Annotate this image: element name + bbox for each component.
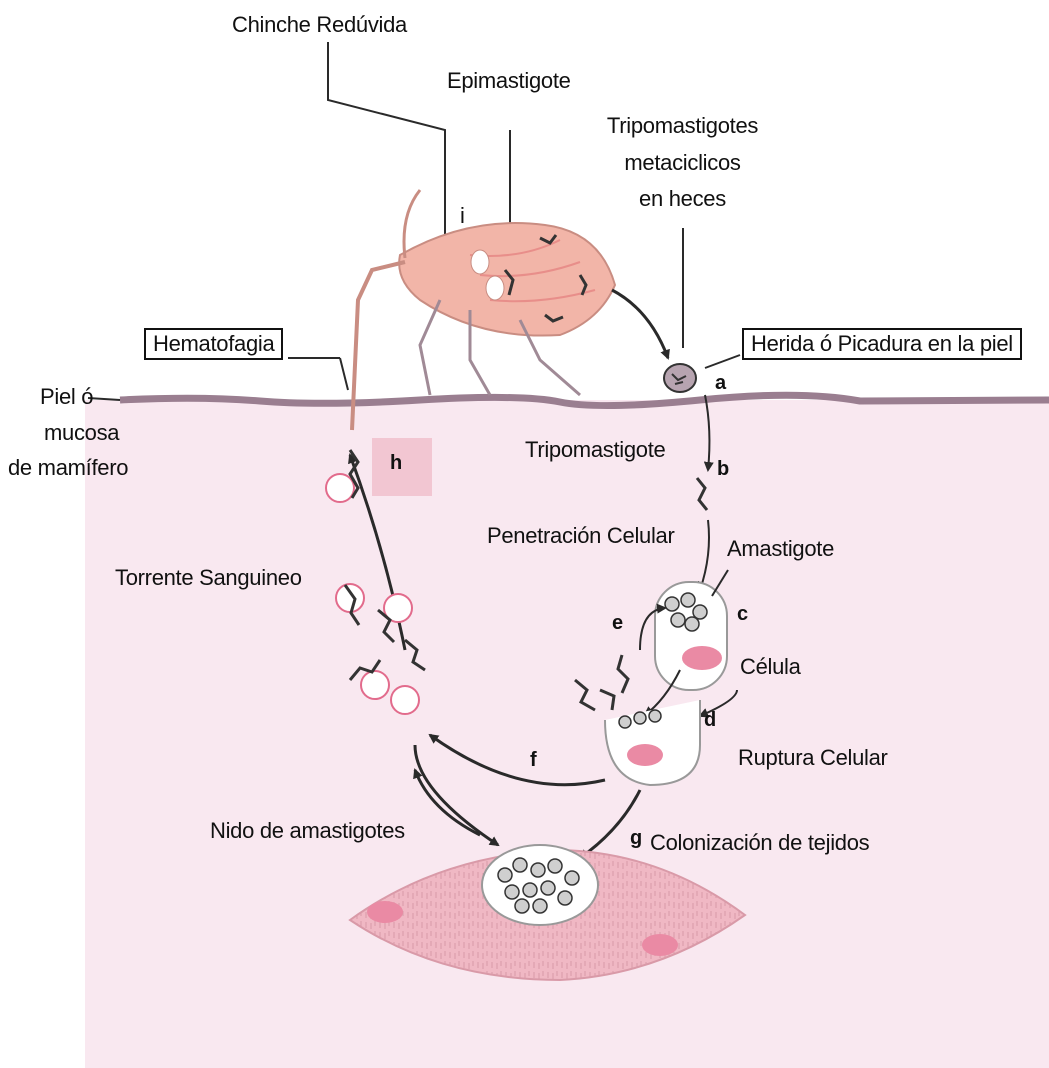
label-piel-2: mucosa [44,420,119,446]
chinche-leader [328,42,445,245]
label-nido: Nido de amastigotes [210,818,405,844]
defecation-arrow [612,290,668,358]
herida-leader [705,355,740,368]
label-hematofagia: Hematofagia [144,328,283,360]
label-piel-1: Piel ó [40,384,93,410]
label-c: c [737,601,748,627]
label-celula: Célula [740,654,801,680]
label-tripomastigote: Tripomastigote [525,437,666,463]
reduviid-bug-illustration [352,190,615,430]
label-b: b [717,456,729,482]
label-chinche-reduvida: Chinche Redúvida [232,12,407,38]
label-amastigote: Amastigote [727,536,834,562]
h-region-box [372,438,432,496]
label-tripo-meta-2: metaciclicos [590,150,775,176]
label-tripo-meta-3: en heces [590,186,775,212]
label-colonizacion: Colonización de tejidos [650,830,869,856]
label-herida: Herida ó Picadura en la piel [742,328,1022,360]
hematofagia-leader-2 [340,358,348,390]
label-ruptura: Ruptura Celular [738,745,888,771]
label-tripo-meta-1: Tripomastigotes [590,113,775,139]
label-piel-3: de mamífero [8,455,128,481]
label-e: e [612,610,623,636]
label-g: g [630,825,642,851]
label-f: f [530,747,536,773]
label-penetracion: Penetración Celular [487,523,675,549]
label-epimastigote: Epimastigote [447,68,571,94]
label-a: a [715,370,726,396]
label-torrente: Torrente Sanguineo [115,565,302,591]
label-d: d [704,707,716,733]
label-h: h [390,450,402,476]
label-i: i [460,203,465,229]
